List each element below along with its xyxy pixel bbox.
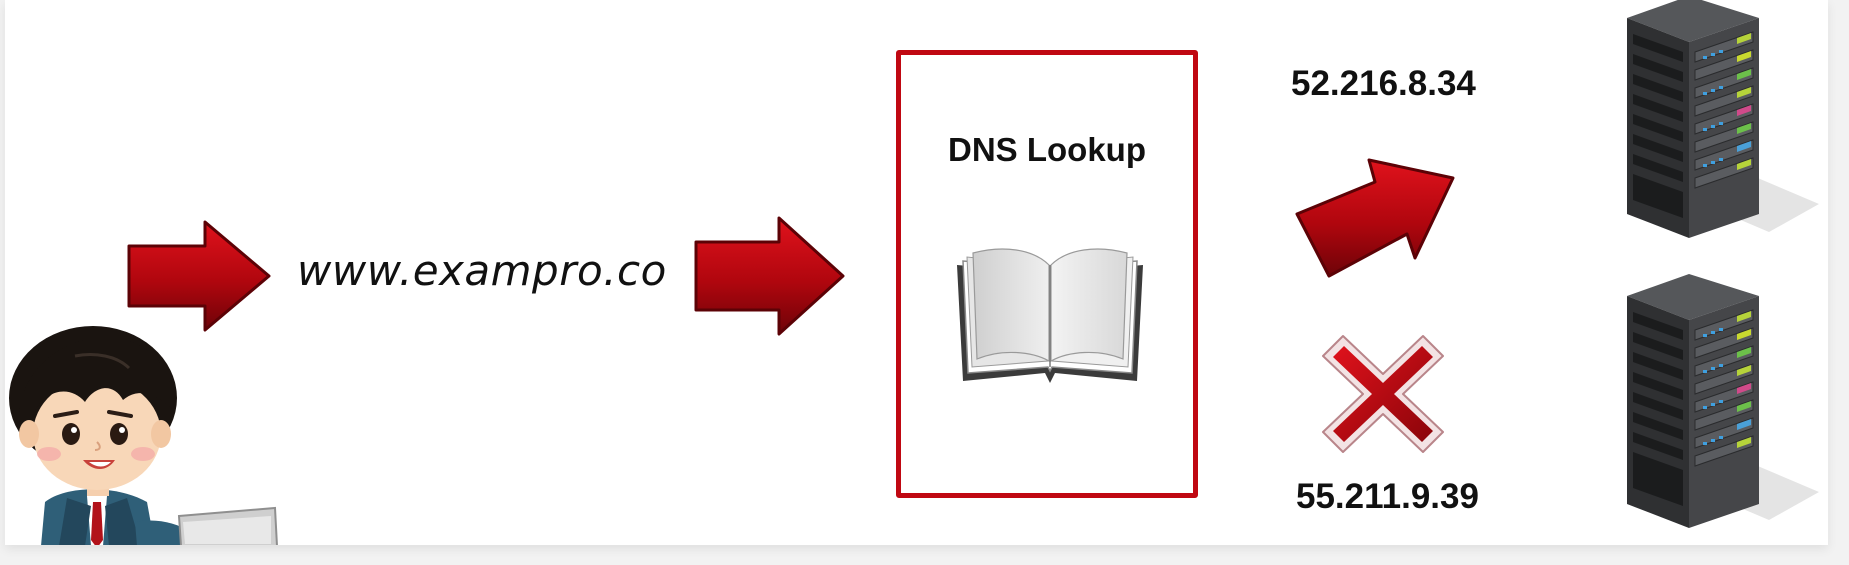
dns-lookup-box: DNS Lookup [896,50,1198,498]
dns-lookup-title: DNS Lookup [948,131,1146,168]
server-rack-icon [1627,0,1819,238]
arrow-right-icon [694,216,845,336]
arrow-up-right-icon [1295,158,1455,278]
red-x-icon [1322,335,1444,453]
user-at-laptop-icon [9,326,278,545]
resolved-ip-label: 52.216.8.34 [1291,64,1476,103]
arrow-right-icon [127,220,271,332]
server-rack-icon [1627,274,1819,528]
rejected-ip-label: 55.211.9.39 [1296,477,1479,516]
open-book-icon [957,248,1143,383]
domain-url-label: www.exampro.co [297,246,667,295]
slide-canvas: www.exampro.co DNS Lookup 52.216.8.34 [5,0,1828,545]
